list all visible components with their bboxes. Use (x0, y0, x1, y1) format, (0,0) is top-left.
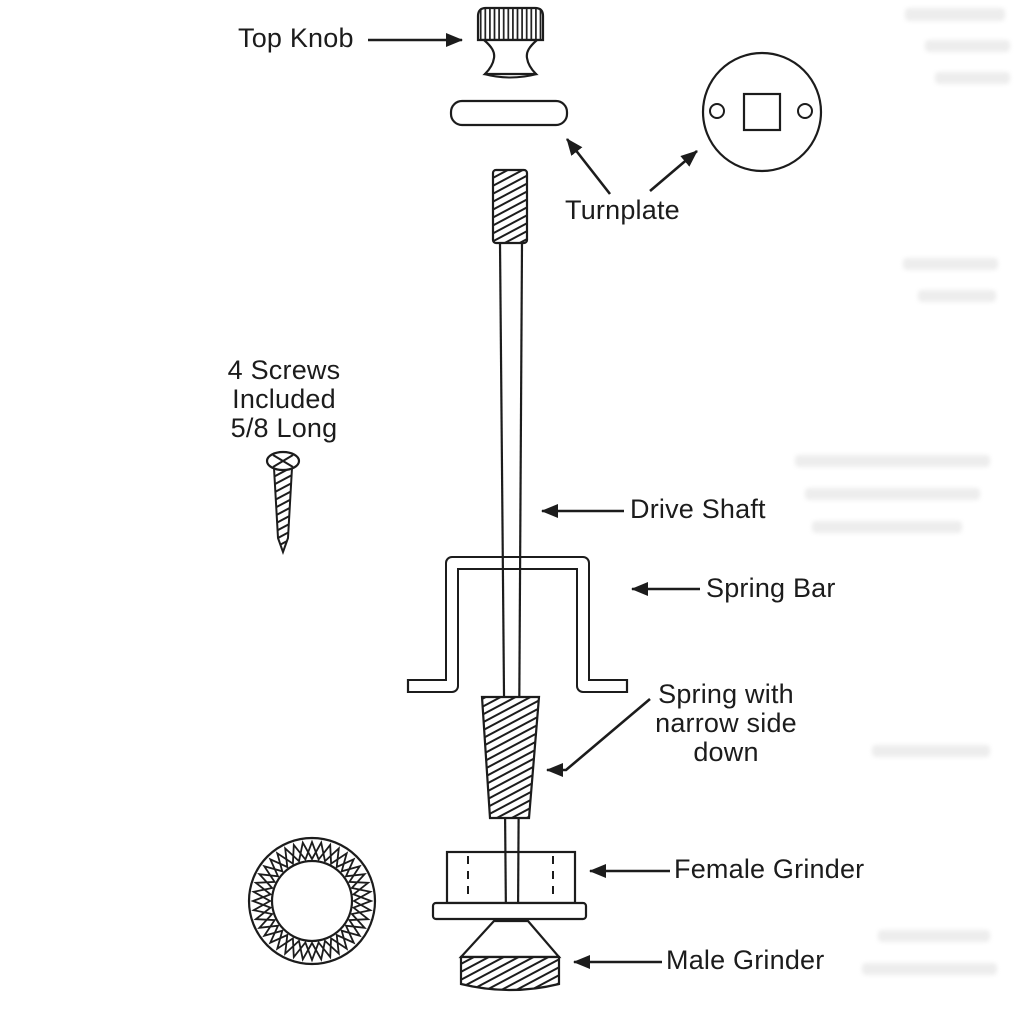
turnplate-label: Turnplate (565, 195, 680, 225)
bleedthrough-text-artifact (935, 72, 1010, 84)
turnplate-disc-drawing (449, 99, 569, 127)
male-grinder-drawing (458, 919, 562, 992)
screws-note-label: 4 Screws Included 5/8 Long (227, 355, 341, 443)
spring-note-label: Spring with narrow side down (655, 679, 797, 767)
spring-arrow (546, 698, 651, 777)
screw-drawing (265, 450, 301, 555)
bleedthrough-text-artifact (805, 488, 980, 500)
drive-shaft-label: Drive Shaft (630, 494, 766, 524)
spring-bar-drawing (406, 556, 629, 693)
bleedthrough-text-artifact (878, 930, 990, 942)
bleedthrough-text-artifact (903, 258, 998, 270)
bleedthrough-text-artifact (905, 8, 1005, 21)
ring-gear-drawing (247, 836, 377, 966)
female-grinder-label: Female Grinder (674, 854, 865, 884)
bleedthrough-text-artifact (812, 521, 962, 533)
bleedthrough-text-artifact (795, 455, 990, 467)
turnplate-disc-arrow (565, 138, 612, 195)
spring-bar-label: Spring Bar (706, 573, 836, 603)
spring-drawing (480, 695, 541, 820)
bleedthrough-text-artifact (918, 290, 996, 302)
top-knob-drawing (476, 6, 545, 79)
top-knob-label: Top Knob (238, 23, 354, 53)
female-grinder-drawing (431, 850, 588, 921)
male-grinder-label: Male Grinder (666, 945, 825, 975)
bleedthrough-text-artifact (925, 40, 1010, 52)
turnplate-wheel-arrow (649, 150, 698, 192)
turnplate-top-view-drawing (701, 51, 823, 173)
bleedthrough-text-artifact (862, 963, 997, 975)
bleedthrough-text-artifact (872, 745, 990, 757)
